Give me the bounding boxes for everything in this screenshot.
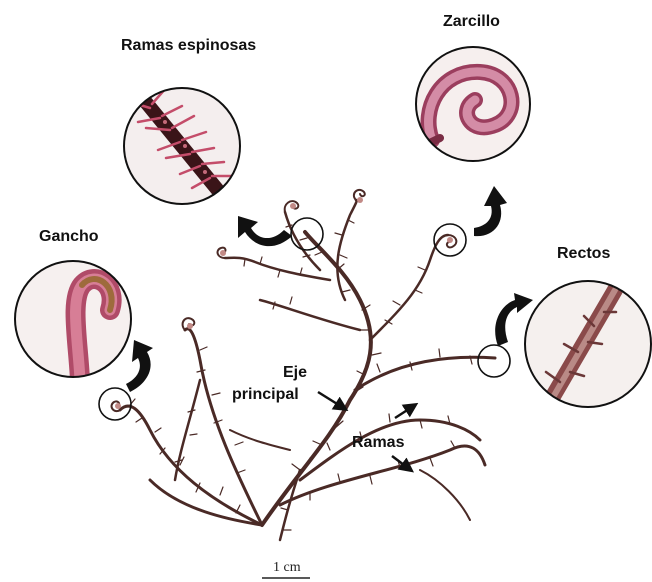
- arrow-spiny: [238, 216, 292, 246]
- arrow-tendril: [474, 186, 507, 236]
- zoom-hook: [15, 261, 131, 380]
- label-branches: Ramas: [352, 433, 404, 452]
- curved-arrows: [126, 186, 533, 392]
- arrow-hook: [126, 340, 153, 392]
- label-straight: Rectos: [557, 244, 610, 263]
- label-tendril: Zarcillo: [443, 12, 500, 31]
- arrow-branches-1: [395, 407, 412, 418]
- zoom-tendril: [415, 47, 530, 161]
- marker-hook: [99, 388, 131, 420]
- scale-bar-label: 1 cm: [273, 560, 301, 576]
- label-main-axis-line2: principal: [232, 385, 299, 404]
- zoom-spiny-branches: [124, 88, 240, 205]
- marker-circles: [99, 218, 510, 420]
- arrow-main-axis: [318, 392, 342, 407]
- label-main-axis-line1: Eje: [283, 363, 307, 382]
- label-spiny-branches: Ramas espinosas: [121, 36, 256, 55]
- label-hook: Gancho: [39, 227, 99, 246]
- zoom-straight: [525, 281, 651, 410]
- marker-straight: [478, 345, 510, 377]
